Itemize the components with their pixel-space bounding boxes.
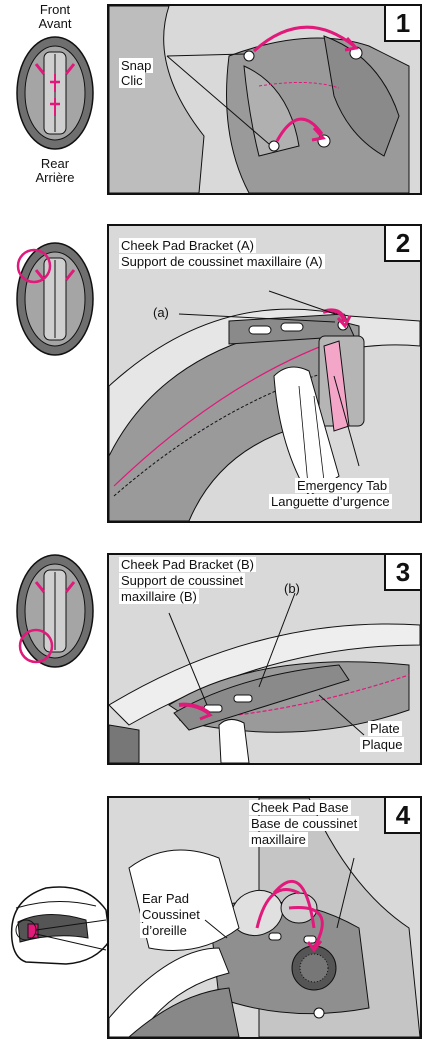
helmet-liner-top-view-1: [14, 34, 96, 152]
plate-label-fr: Plaque: [360, 737, 404, 752]
point-a-label: (a): [153, 305, 169, 320]
step-4-number: 4: [384, 798, 420, 834]
bracket-a-label-fr: Support de coussinet maxillaire (A): [119, 254, 325, 269]
snap-label-en: Snap: [119, 58, 153, 73]
ear-pad-label-en: Ear Pad: [140, 891, 191, 906]
rear-label-en: Rear: [30, 156, 80, 171]
plate-label-en: Plate: [368, 721, 402, 736]
cheek-base-label-fr-2: maxillaire: [249, 832, 308, 847]
step-3-number: 3: [384, 555, 420, 591]
ear-pad-label-fr-2: d’oreille: [140, 923, 189, 938]
helmet-liner-top-view-3: [14, 552, 96, 670]
step-1-illustration: [109, 6, 420, 193]
bracket-b-label-fr-2: maxillaire (B): [119, 589, 199, 604]
bracket-a-label-en: Cheek Pad Bracket (A): [119, 238, 256, 253]
helmet-side-view: [6, 880, 116, 970]
bracket-b-label-en: Cheek Pad Bracket (B): [119, 557, 256, 572]
ear-pad-label-fr-1: Coussinet: [140, 907, 202, 922]
cheek-base-label-en: Cheek Pad Base: [249, 800, 351, 815]
step-2-illustration: [109, 226, 420, 521]
step-2-panel: Cheek Pad Bracket (A) Support de coussin…: [107, 224, 422, 523]
emergency-tab-label-en: Emergency Tab: [295, 478, 389, 493]
step-1-number: 1: [384, 6, 420, 42]
front-label-en: Front: [30, 2, 80, 17]
snap-label-fr: Clic: [119, 73, 145, 88]
rear-label-fr: Arrière: [24, 170, 86, 185]
step-4-panel: Cheek Pad Base Base de coussinet maxilla…: [107, 796, 422, 1039]
point-b-label: (b): [284, 581, 300, 596]
step-2-number: 2: [384, 226, 420, 262]
helmet-liner-top-view-2: [14, 240, 96, 358]
front-label-fr: Avant: [30, 16, 80, 31]
step-1-panel: Snap Clic 1: [107, 4, 422, 195]
emergency-tab-label-fr: Languette d’urgence: [269, 494, 392, 509]
cheek-base-label-fr-1: Base de coussinet: [249, 816, 359, 831]
step-3-panel: Cheek Pad Bracket (B) Support de coussin…: [107, 553, 422, 765]
bracket-b-label-fr-1: Support de coussinet: [119, 573, 245, 588]
